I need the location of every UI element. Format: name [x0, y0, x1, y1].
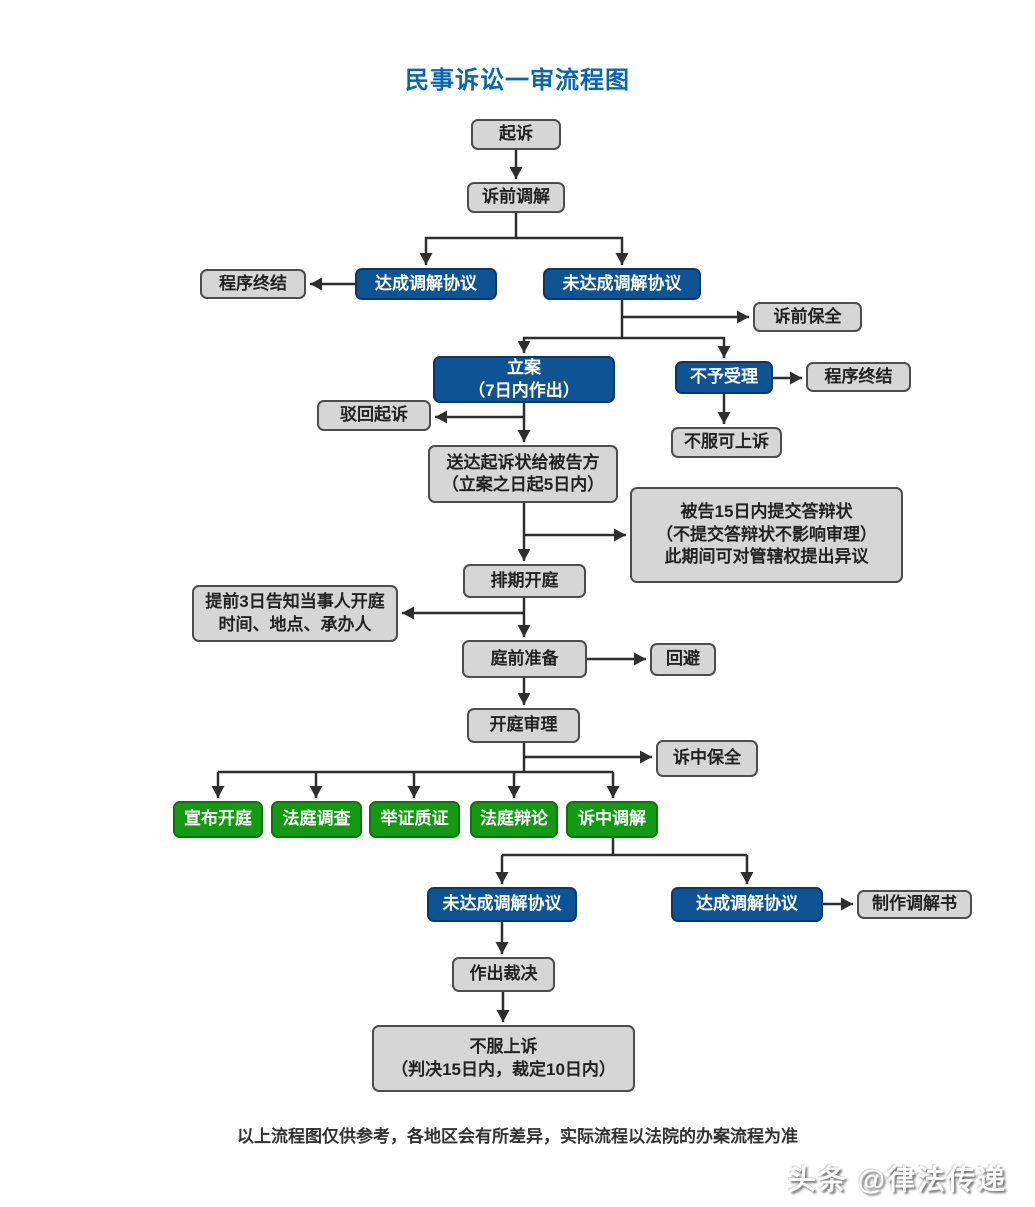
flow-node-fating-diaocha: 法庭调查	[271, 801, 362, 838]
flow-node-bufu-shangsu: 不服上诉 （判决15日内，裁定10日内）	[372, 1025, 635, 1092]
arrowhead-down	[517, 549, 531, 561]
flow-node-juzheng-zhizheng: 举证质证	[369, 801, 460, 838]
arrowhead-right	[614, 528, 626, 542]
arrowhead-down	[509, 167, 523, 179]
arrowhead-left	[435, 410, 447, 424]
flow-node-huibi: 回避	[650, 643, 716, 676]
arrowhead-down	[517, 693, 531, 705]
arrowhead-left	[310, 277, 322, 291]
flow-node-fating-bianlun: 法庭辩论	[470, 801, 558, 838]
flow-edge	[522, 336, 622, 353]
flow-node-kaiting-shenli: 开庭审理	[467, 708, 580, 743]
flow-node-xuanbu-kaiting: 宣布开庭	[173, 801, 263, 838]
footer-note: 以上流程图仅供参考，各地区会有所差异，实际流程以法院的办案流程为准	[237, 1127, 798, 1146]
flow-node-tingqian-zhunbei: 庭前准备	[462, 640, 587, 678]
flow-node-chengxu-zhongjie-2: 程序终结	[806, 362, 911, 392]
arrowhead-down	[517, 341, 531, 353]
arrowhead-right	[841, 897, 853, 911]
flow-edge	[516, 236, 624, 265]
arrowhead-down	[517, 625, 531, 637]
arrowhead-down	[615, 253, 629, 265]
arrowhead-down	[419, 253, 433, 265]
flow-node-songda-qisuzhuang: 送达起诉状给被告方 （立案之日起5日内）	[428, 445, 618, 503]
arrowhead-down	[496, 1010, 510, 1022]
flow-node-li-an: 立案 （7日内作出）	[433, 356, 615, 403]
arrowhead-right	[790, 371, 802, 385]
flow-node-dacheng-tiaojie-1: 达成调解协议	[355, 268, 497, 300]
flow-edge	[424, 213, 518, 265]
arrowhead-down	[740, 872, 754, 884]
flow-node-suqian-baoquan: 诉前保全	[753, 302, 862, 332]
flow-node-suzhong-tiaojie: 诉中调解	[566, 801, 658, 838]
arrowhead-left	[402, 606, 414, 620]
arrowhead-down	[606, 786, 620, 798]
flow-node-dacheng-tiaojie-2: 达成调解协议	[671, 887, 823, 922]
arrowhead-down	[507, 786, 521, 798]
flow-node-suqian-tiaojie: 诉前调解	[467, 182, 565, 213]
flow-node-zhizuo-tiaojieshu: 制作调解书	[857, 890, 972, 919]
flow-node-tiqian-gaozhi: 提前3日告知当事人开庭 时间、地点、承办人	[192, 585, 398, 642]
arrowhead-down	[495, 942, 509, 954]
arrowhead-right	[634, 652, 646, 666]
flow-node-bufu-keshangsu: 不服可上诉	[671, 427, 782, 458]
arrowhead-down	[717, 412, 731, 424]
flow-edge	[622, 336, 726, 358]
flow-node-paiqi-kaiting: 排期开庭	[463, 564, 586, 598]
arrowhead-down	[407, 786, 421, 798]
arrowhead-right	[737, 310, 749, 324]
arrowhead-down	[309, 786, 323, 798]
arrowhead-right	[640, 750, 652, 764]
flow-node-weidacheng-1: 未达成调解协议	[543, 268, 701, 300]
flow-node-zuochu-caijue: 作出裁决	[452, 957, 555, 992]
flow-node-weidacheng-2: 未达成调解协议	[427, 887, 577, 922]
watermark: 头条 @律法传递	[787, 1164, 1007, 1195]
page-title: 民事诉讼一审流程图	[405, 67, 630, 94]
flow-node-buyu-shouli: 不予受理	[675, 361, 773, 394]
flow-node-beigao-dabian: 被告15日内提交答辩状 （不提交答辩状不影响审理） 此期间可对管辖权提出异议	[630, 487, 903, 583]
flow-node-qisu: 起诉	[471, 119, 561, 150]
flow-node-chengxu-zhongjie-1: 程序终结	[200, 269, 306, 299]
arrowhead-down	[517, 430, 531, 442]
flow-node-bohui-qisu: 驳回起诉	[317, 400, 431, 431]
flow-node-suzhong-baoquan: 诉中保全	[656, 740, 758, 777]
arrowhead-down	[211, 786, 225, 798]
arrowhead-down	[717, 346, 731, 358]
arrowhead-down	[495, 872, 509, 884]
